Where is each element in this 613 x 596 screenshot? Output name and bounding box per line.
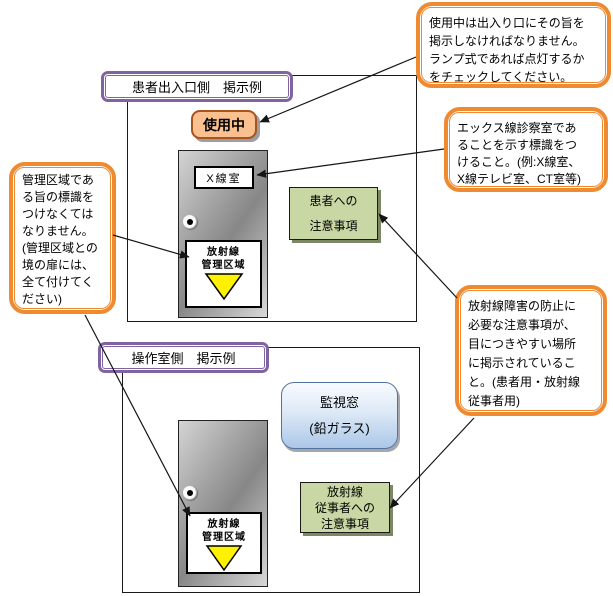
- radiation-area-sign-text: 放射線 管理区域: [201, 247, 246, 271]
- patient-side-title-box: 患者出入口側 掲示例: [101, 71, 293, 102]
- operator-side-title-box: 操作室側 掲示例: [98, 342, 269, 373]
- doorknob-icon: [182, 214, 197, 229]
- radiation-area-sign-text: 放射線 管理区域: [202, 519, 246, 543]
- radiation-warning-triangle-icon: [205, 545, 243, 572]
- callout-xray-sign-text: エックス線診察室であ ることを示す標識をつ けること。(例:X線室、 X線テレビ…: [449, 112, 603, 187]
- callout-managed-area-text: 管理区域である旨の標識をつけなくてはなりません。 (管理区域との境の扉には、全て…: [14, 167, 111, 309]
- xray-room-label: X線室: [194, 166, 254, 189]
- patient-side-title: 患者出入口側 掲示例: [105, 75, 289, 98]
- callout-precautions-text: 放射線障害の防止に 必要な注意事項が、 目につきやすい場所 に掲示されているこ …: [460, 290, 602, 411]
- patient-notes-box: 患者への 注意事項: [289, 187, 378, 240]
- worker-notes-text: 放射線 従事者への 注意事項: [314, 484, 375, 531]
- radiation-warning-triangle-icon: [204, 273, 243, 301]
- xray-room-door: X線室 放射線 管理区域: [178, 150, 268, 318]
- operator-side-door: 放射線 管理区域: [178, 420, 268, 587]
- callout-managed-area-note: 管理区域である旨の標識をつけなくてはなりません。 (管理区域との境の扉には、全て…: [9, 162, 116, 314]
- monitoring-window-box: 監視窓 (鉛ガラス): [281, 382, 398, 449]
- patient-notes-text: 患者への 注意事項: [309, 193, 358, 233]
- doorknob-icon: [182, 485, 197, 500]
- callout-usage-note: 使用中は出入り口にその旨を 掲示しなければなりません。 ランプ式であれば点灯する…: [416, 2, 611, 88]
- monitoring-window-label: 監視窓 (鉛ガラス): [309, 394, 370, 436]
- in-use-sign: 使用中: [191, 110, 257, 139]
- callout-usage-text: 使用中は出入り口にその旨を 掲示しなければなりません。 ランプ式であれば点灯する…: [421, 7, 606, 84]
- radiation-area-sign: 放射線 管理区域: [185, 240, 262, 308]
- operator-side-title: 操作室側 掲示例: [102, 346, 265, 369]
- worker-notes-box: 放射線 従事者への 注意事項: [300, 482, 390, 533]
- callout-xray-sign-note: エックス線診察室であ ることを示す標識をつ けること。(例:X線室、 X線テレビ…: [444, 107, 608, 192]
- in-use-label: 使用中: [203, 116, 245, 133]
- radiation-area-sign: 放射線 管理区域: [186, 512, 262, 574]
- callout-precautions-note: 放射線障害の防止に 必要な注意事項が、 目につきやすい場所 に掲示されているこ …: [455, 285, 607, 416]
